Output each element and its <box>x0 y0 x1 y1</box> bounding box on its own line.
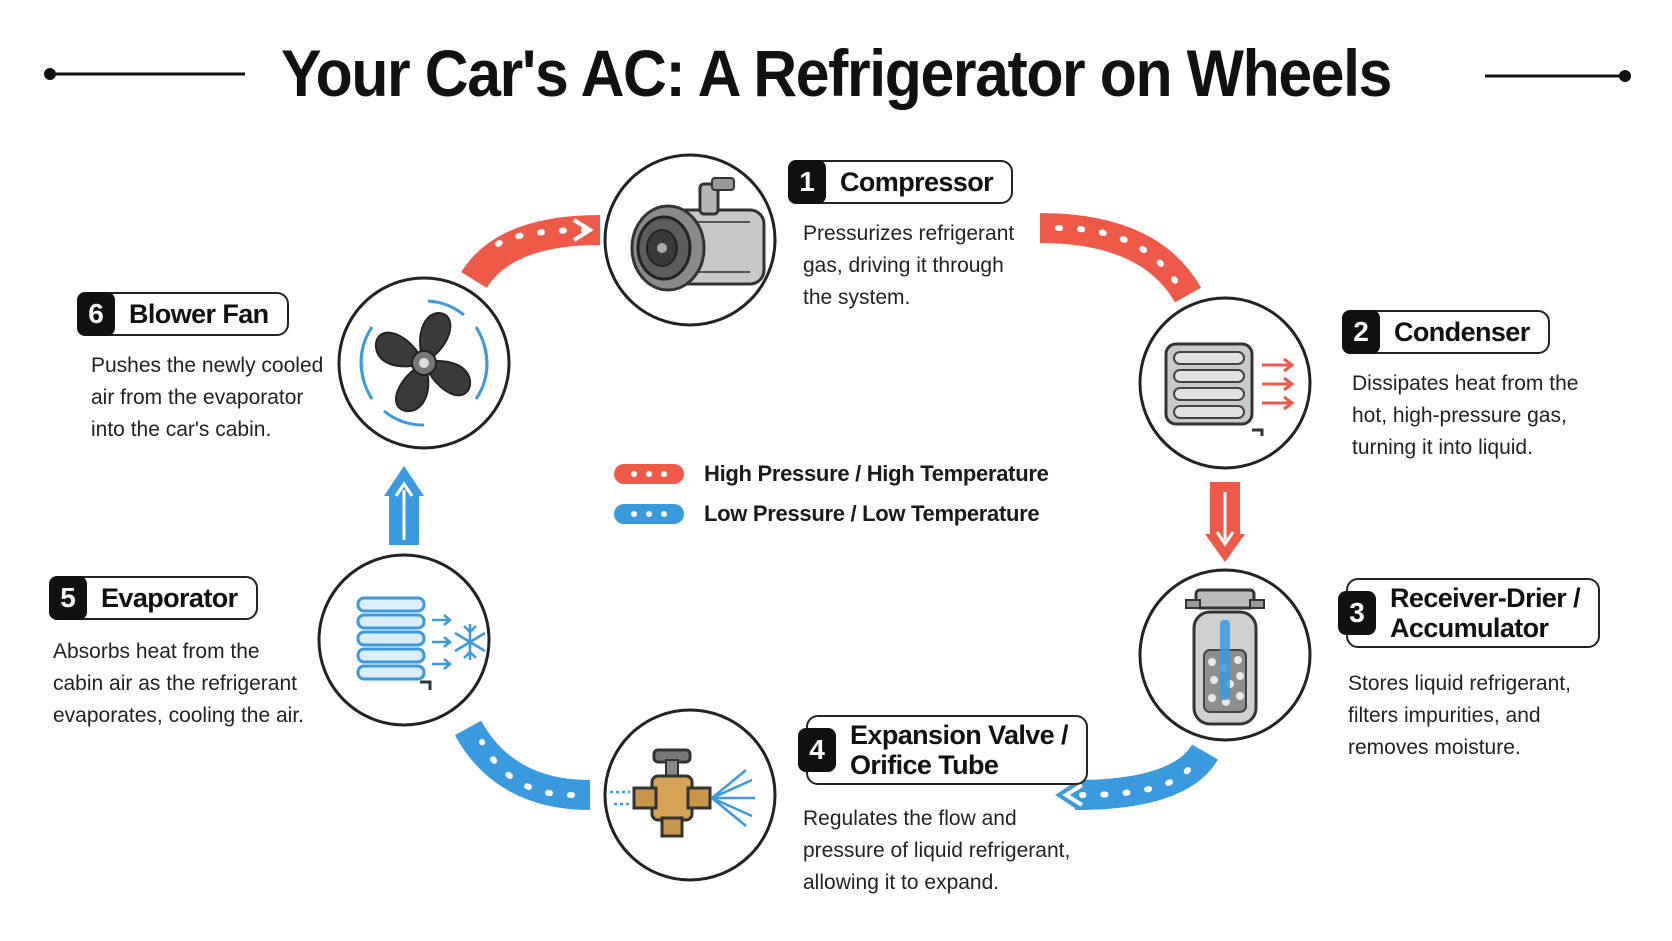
blower-fan-node <box>337 276 511 450</box>
step-4-name: Expansion Valve / Orifice Tube <box>850 720 1069 780</box>
step-3-description: Stores liquid refrigerant, filters impur… <box>1348 672 1571 759</box>
condenser-icon <box>1164 342 1295 436</box>
page-title: Your Car's AC: A Refrigerator on Wheels <box>281 36 1392 110</box>
step-4-number: 4 <box>798 728 836 772</box>
step-6-description: Pushes the newly cooled air from the eva… <box>91 354 324 441</box>
step-2-name: Condenser <box>1394 317 1530 347</box>
step-1-badge: 1 Compressor <box>788 160 1014 204</box>
step-1-description: Pressurizes refrigerant gas, driving it … <box>803 222 1015 309</box>
expansion-valve-node <box>603 708 777 882</box>
step-3-badge: 3 Receiver-Drier / Accumulator <box>1338 578 1601 648</box>
step-5-name: Evaporator <box>101 583 238 613</box>
arrow-condenser-to-receiver <box>1205 482 1245 562</box>
step-6-number: 6 <box>77 292 115 336</box>
title-rule-left <box>44 68 245 80</box>
step-3-number: 3 <box>1338 591 1376 635</box>
step-5-number: 5 <box>49 576 87 620</box>
arrow-compressor-to-condenser <box>1039 213 1202 303</box>
step-3-name: Receiver-Drier / Accumulator <box>1390 583 1581 643</box>
legend-high-swatch <box>614 464 684 484</box>
step-6-badge: 6 Blower Fan <box>77 292 289 336</box>
receiver-drier-icon <box>1185 588 1265 726</box>
arrow-receiver-to-expansion <box>1055 743 1218 810</box>
legend-high-label: High Pressure / High Temperature <box>704 461 1049 486</box>
step-5-badge: 5 Evaporator <box>49 576 258 620</box>
step-2-description: Dissipates heat from the hot, high-press… <box>1352 372 1579 459</box>
compressor-node <box>603 153 777 327</box>
arrow-blower-to-compressor <box>461 215 601 289</box>
arrow-evaporator-to-blower <box>384 466 424 545</box>
step-6-name: Blower Fan <box>129 299 269 329</box>
step-5-description: Absorbs heat from the cabin air as the r… <box>53 640 304 727</box>
step-1-name: Compressor <box>840 167 994 197</box>
step-2-badge: 2 Condenser <box>1342 310 1550 354</box>
arrow-expansion-to-evaporator <box>454 720 591 810</box>
step-1-number: 1 <box>788 160 826 204</box>
legend-low-swatch <box>614 504 684 524</box>
expansion-valve-icon <box>610 748 755 838</box>
title-rule-right <box>1485 70 1631 82</box>
condenser-node <box>1138 296 1312 470</box>
step-4-description: Regulates the flow and pressure of liqui… <box>803 807 1071 894</box>
legend-low-label: Low Pressure / Low Temperature <box>704 501 1040 526</box>
step-4-badge: 4 Expansion Valve / Orifice Tube <box>798 715 1088 785</box>
step-2-number: 2 <box>1342 310 1380 354</box>
evaporator-icon <box>356 596 486 690</box>
evaporator-node <box>317 553 491 727</box>
compressor-icon <box>630 177 766 292</box>
blower-fan-icon <box>359 299 489 427</box>
receiver-drier-node <box>1138 568 1312 742</box>
